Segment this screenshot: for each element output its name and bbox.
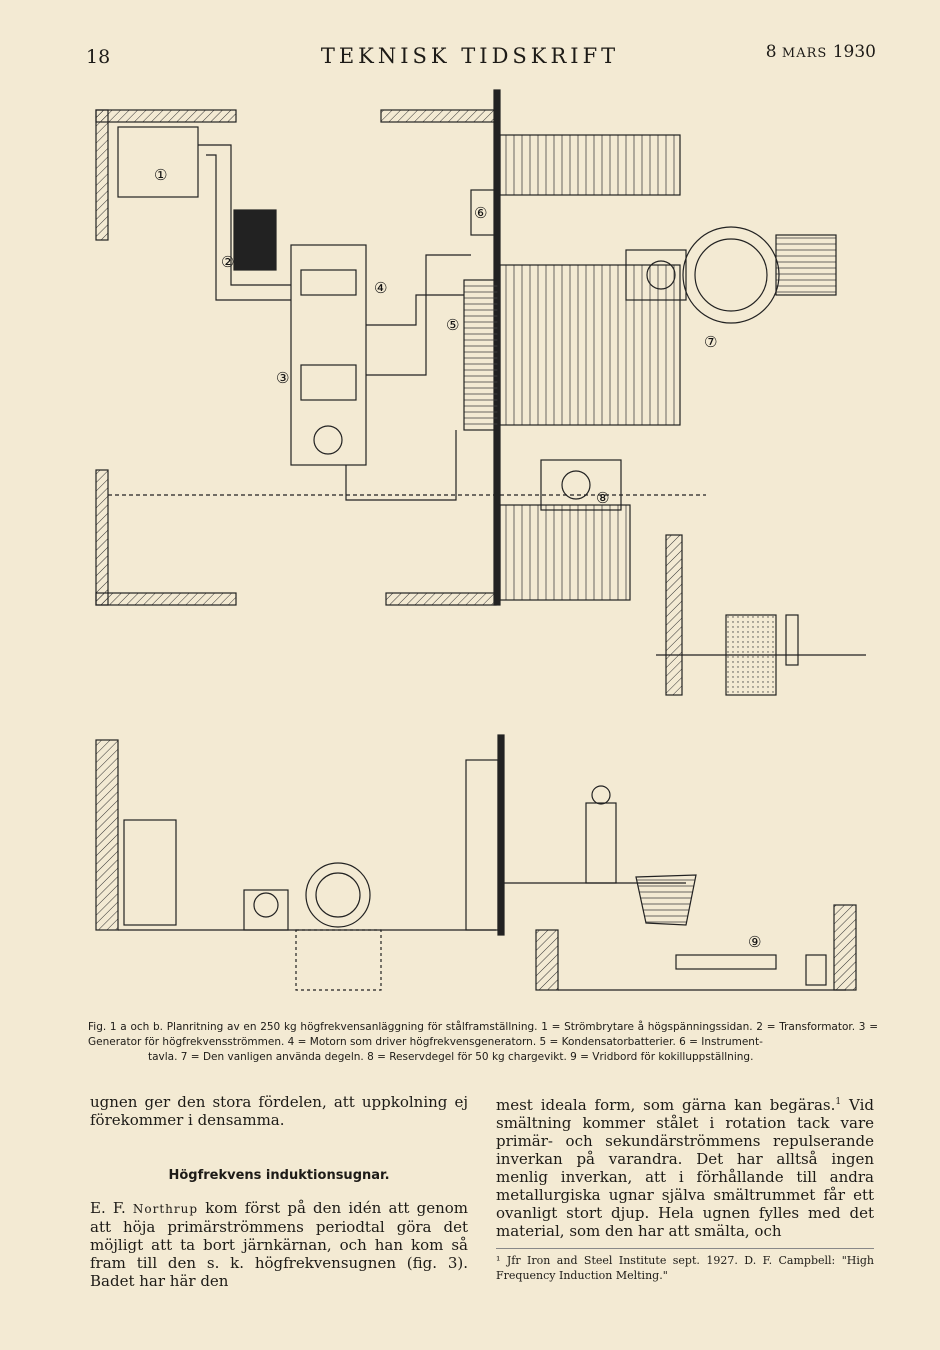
left-para-2-rest: kom först på den idén att genom att höja… [90, 1199, 468, 1290]
date-month: MARS [781, 46, 828, 61]
label-6: ⑥ [474, 204, 487, 222]
issue-date: 8 MARS 1930 [766, 42, 876, 62]
date-day: 8 [765, 42, 777, 62]
page-header: 18 TEKNISK TIDSKRIFT 8 MARS 1930 [0, 40, 940, 70]
section-heading: Högfrekvens induktionsugnar. [168, 1168, 390, 1183]
date-year: 1930 [832, 42, 876, 62]
footnote: ¹ Jfr Iron and Steel Institute sept. 192… [496, 1248, 874, 1283]
right-para-1-b: Vid smältning kommer stålet i rotation t… [496, 1096, 874, 1240]
figure-caption: Fig. 1 a och b. Planritning av en 250 kg… [88, 1020, 878, 1065]
left-column: ugnen ger den stora fördelen, att uppkol… [90, 1093, 468, 1290]
label-3: ③ [276, 369, 289, 387]
label-1: ① [154, 166, 167, 184]
journal-title: TEKNISK TIDSKRIFT [320, 44, 620, 68]
left-para-2-initials: E. F. [90, 1199, 133, 1217]
right-column: mest ideala form, som gärna kan begäras.… [496, 1093, 874, 1283]
right-para-1-a: mest ideala form, som gärna kan begäras. [496, 1096, 836, 1114]
label-8: ⑧ [596, 489, 609, 507]
caption-line-2: tavla. 7 = Den vanligen använda degeln. … [148, 1051, 754, 1063]
label-9: ⑨ [748, 933, 761, 951]
page-number: 18 [86, 46, 111, 68]
author-name: Northrup [132, 1202, 199, 1216]
left-para-1: ugnen ger den stora fördelen, att uppkol… [90, 1093, 468, 1129]
caption-line-1: Fig. 1 a och b. Planritning av en 250 kg… [88, 1021, 878, 1048]
left-para-2: E. F. Northrup kom först på den idén att… [90, 1199, 468, 1290]
technical-drawing: ① ② ④ ③ ⑤ ⑥ ⑦ ⑧ ⑨ [86, 85, 876, 1005]
right-para-1: mest ideala form, som gärna kan begäras.… [496, 1093, 874, 1240]
label-4: ④ [374, 279, 387, 297]
label-5: ⑤ [446, 316, 459, 334]
footnote-ref: 1 [835, 1097, 842, 1107]
label-7: ⑦ [704, 333, 717, 351]
floor-plan-and-elevation-svg: ① ② ④ ③ ⑤ ⑥ ⑦ ⑧ ⑨ [95, 89, 866, 991]
label-2: ② [221, 253, 234, 271]
